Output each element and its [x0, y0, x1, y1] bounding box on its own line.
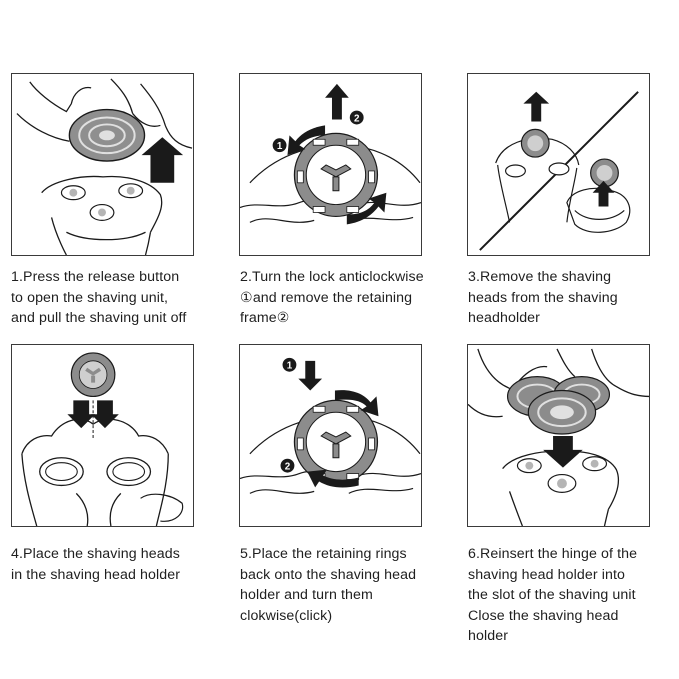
step-6-illustration [467, 344, 650, 527]
caption-line: holder and turn them [240, 587, 373, 603]
retaining-frame-icon [293, 132, 379, 218]
caption-line: 5.Place the retaining rings [240, 546, 407, 562]
caption-line: the slot of the shaving unit [468, 587, 636, 603]
shaving-head-icon [68, 108, 146, 162]
step-2-caption: 2.Turn the lock anticlockwise ①and remov… [240, 267, 445, 329]
caption-line: to open the shaving unit, [11, 289, 169, 306]
step-1-caption: 1.Press the release button to open the s… [11, 267, 216, 329]
shaving-head-icon [590, 158, 619, 188]
caption-line: 3.Remove the shaving [468, 269, 612, 285]
shaving-head-icon [520, 128, 550, 158]
arrow-down-icon [67, 400, 96, 429]
arrow-ccw-icon [287, 125, 326, 156]
step-6-caption: 6.Reinsert the hinge of the shaving head… [468, 544, 673, 647]
arrow-up-icon [592, 180, 615, 207]
step-marker-2: 2 [349, 110, 364, 124]
step-3-caption: 3.Remove the shaving heads from the shav… [468, 267, 673, 329]
caption-line: frame② [240, 310, 290, 326]
caption-line: back onto the shaving head [240, 566, 417, 583]
arrow-cw-icon [346, 192, 387, 225]
caption-line: heads from the shaving [468, 289, 618, 306]
caption-line: in the shaving head holder [11, 566, 181, 583]
caption-line: 6.Reinsert the hinge of the [468, 546, 638, 562]
arrow-cw-icon [334, 390, 379, 417]
caption-line: and pull the shaving unit off [11, 310, 187, 326]
svg-text:2: 2 [354, 113, 360, 124]
step-marker-1: 1 [272, 138, 287, 152]
arrow-up-icon [141, 137, 184, 183]
step-marker-2: 2 [280, 458, 295, 473]
shaving-head-icon [506, 376, 611, 435]
caption-line: shaving head holder into [468, 566, 626, 583]
step-5-illustration: 1 2 [239, 344, 422, 527]
step-1-illustration [11, 73, 194, 256]
step-3-illustration [467, 73, 650, 256]
caption-line: ①and remove the retaining [240, 289, 413, 306]
retaining-frame-icon [293, 399, 379, 485]
arrow-down-icon [91, 400, 119, 429]
arrow-up-icon [523, 91, 550, 122]
step-marker-1: 1 [282, 357, 297, 372]
svg-text:1: 1 [277, 141, 283, 152]
caption-line: headholder [468, 310, 540, 326]
svg-text:2: 2 [285, 462, 291, 473]
caption-line: Close the shaving head [468, 607, 619, 624]
caption-line: 2.Turn the lock anticlockwise [240, 269, 424, 285]
svg-text:1: 1 [287, 361, 293, 372]
step-4-illustration [11, 344, 194, 527]
step-4-caption: 4.Place the shaving heads in the shaving… [11, 544, 216, 585]
caption-line: 4.Place the shaving heads [11, 546, 180, 562]
caption-line: clokwise(click) [240, 607, 333, 624]
arrow-up-icon [325, 83, 349, 120]
arrow-down-icon [298, 360, 323, 391]
step-2-illustration: 1 2 [239, 73, 422, 256]
step-5-caption: 5.Place the retaining rings back onto th… [240, 544, 445, 626]
arrow-cw-icon [307, 469, 359, 488]
caption-line: 1.Press the release button [11, 269, 180, 285]
shaving-head-icon [70, 352, 116, 398]
caption-line: holder [468, 628, 509, 644]
